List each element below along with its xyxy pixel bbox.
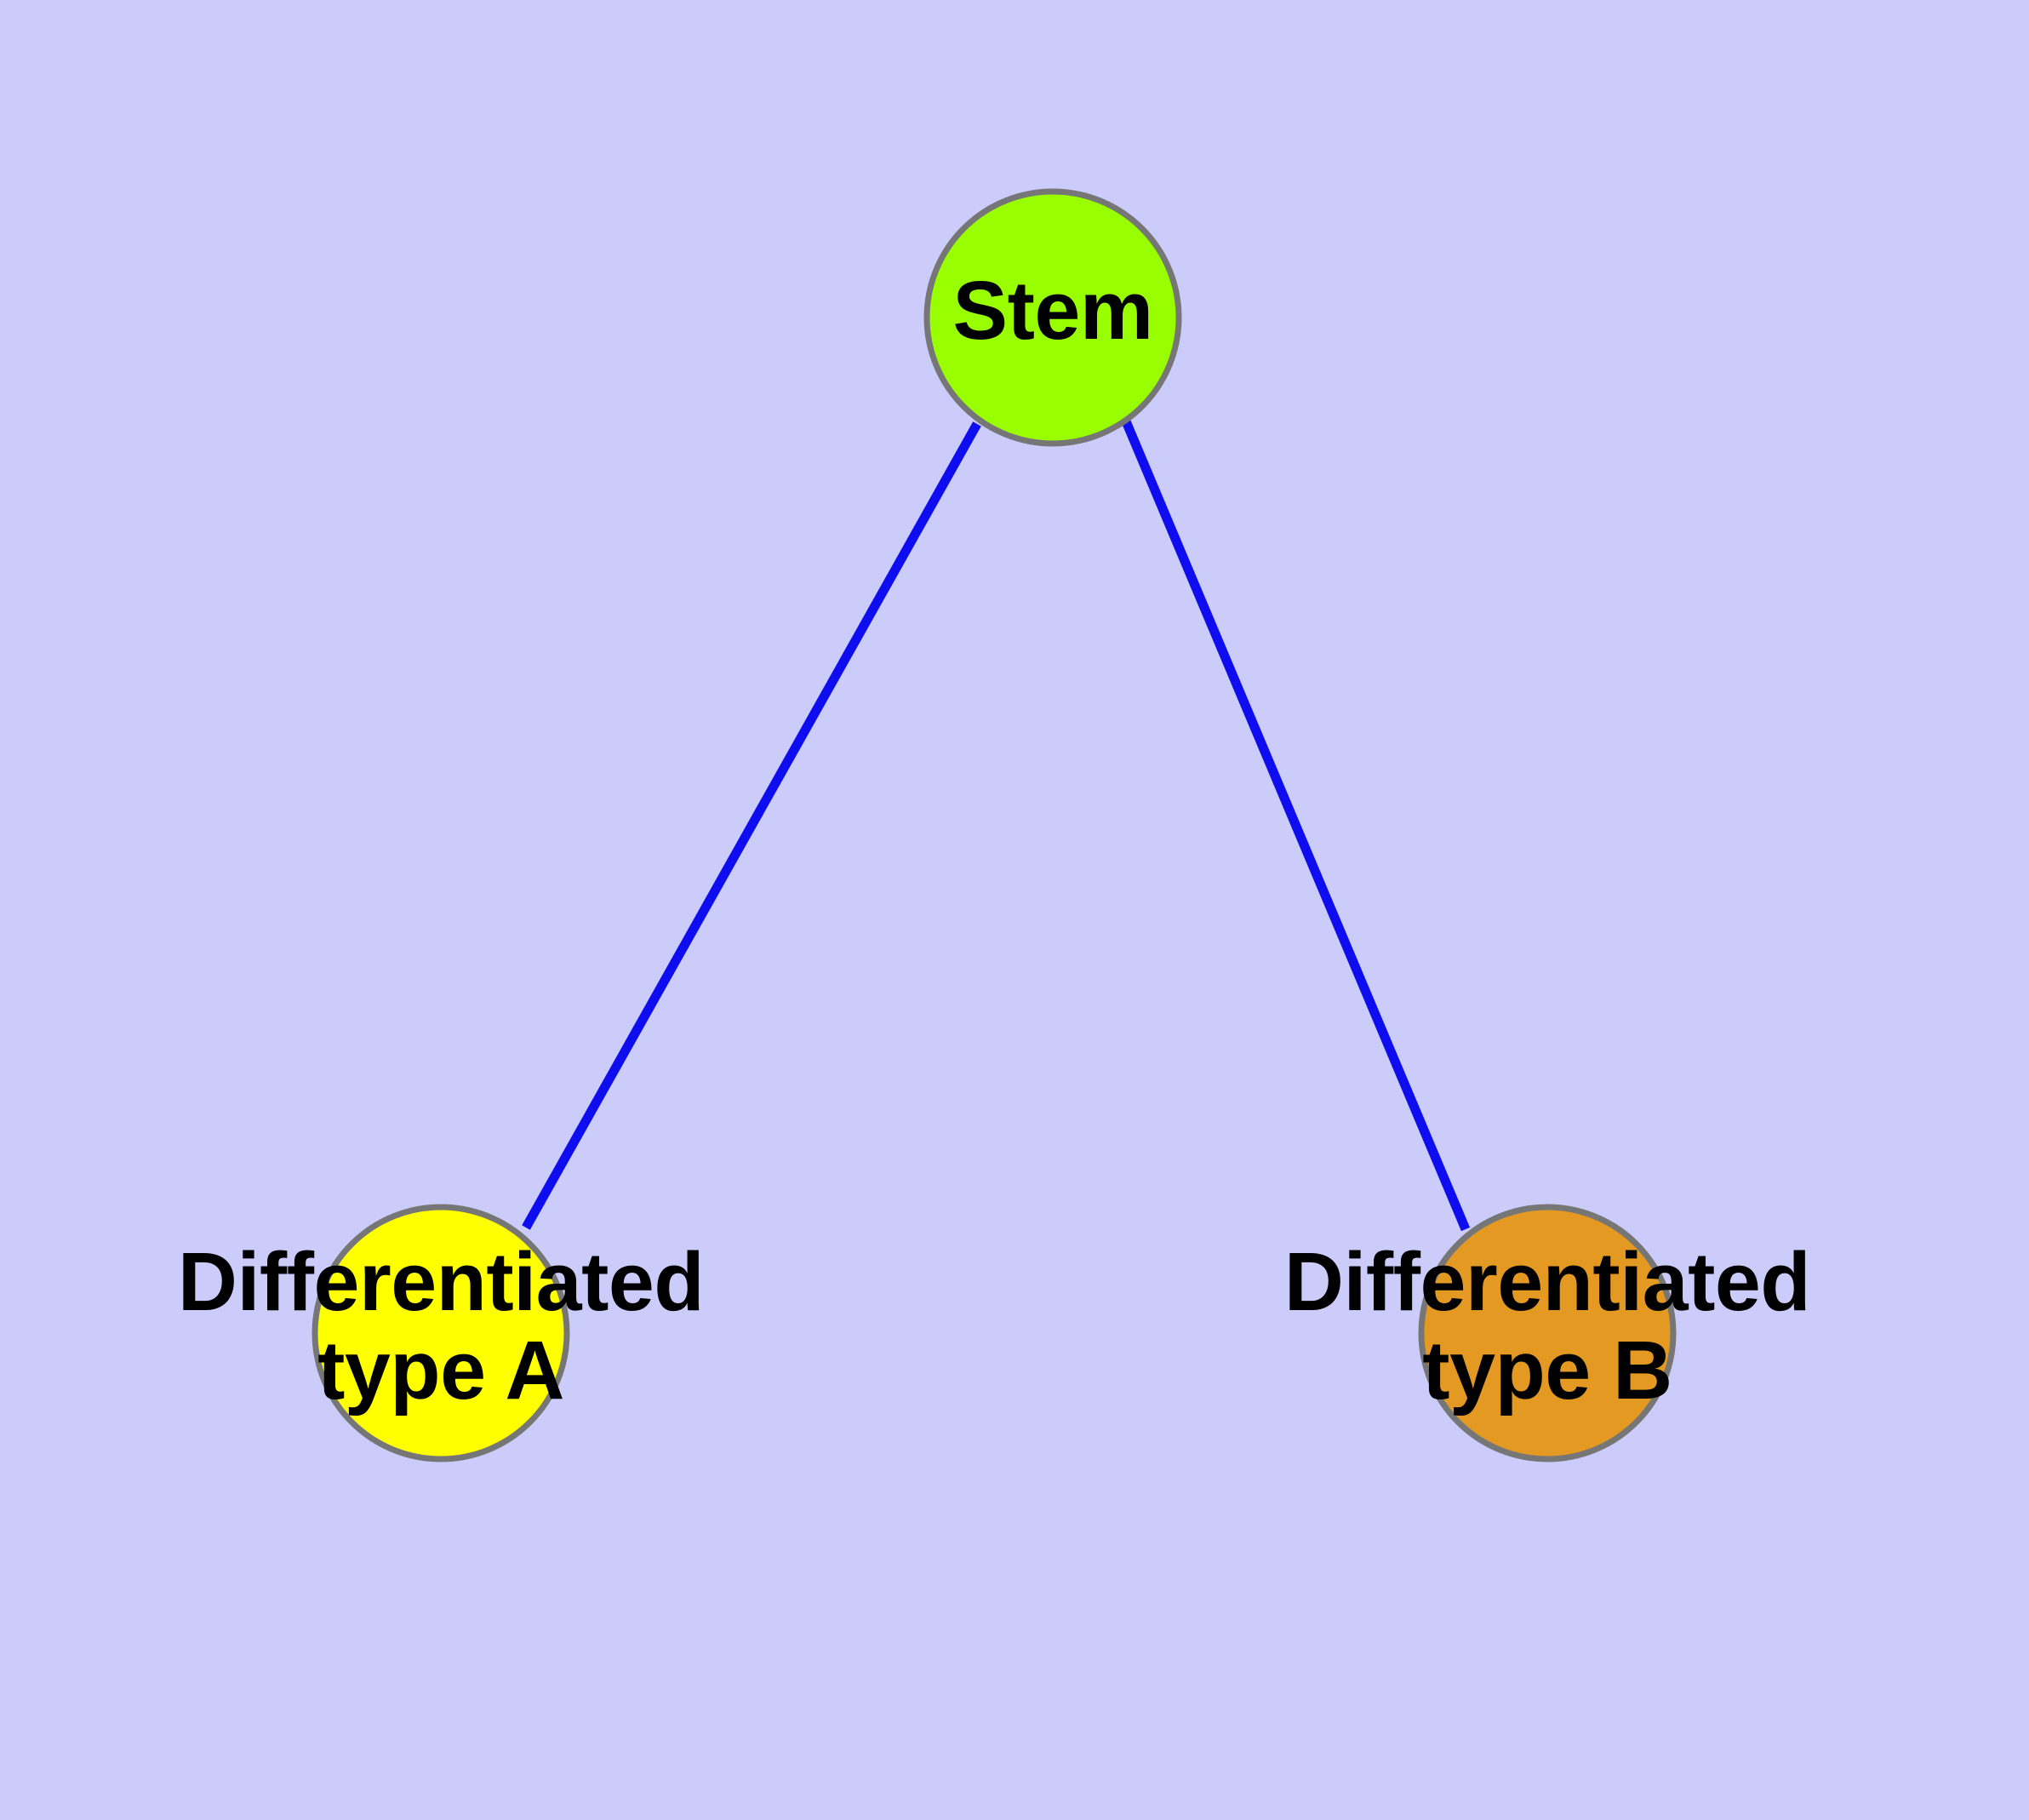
graph-edge-stem-diff_a[interactable] xyxy=(522,421,981,1230)
graph-node-diff_b[interactable] xyxy=(1418,1204,1677,1462)
edge-layer xyxy=(522,419,1471,1232)
graph-node-stem[interactable] xyxy=(923,188,1182,447)
node-layer xyxy=(311,188,1677,1462)
graph-edge-stem-diff_b[interactable] xyxy=(1121,419,1471,1232)
graph-node-diff_a[interactable] xyxy=(311,1204,570,1462)
